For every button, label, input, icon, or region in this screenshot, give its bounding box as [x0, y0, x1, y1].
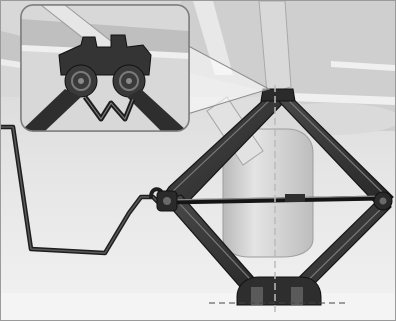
jack-head-detail-icon — [21, 5, 189, 131]
